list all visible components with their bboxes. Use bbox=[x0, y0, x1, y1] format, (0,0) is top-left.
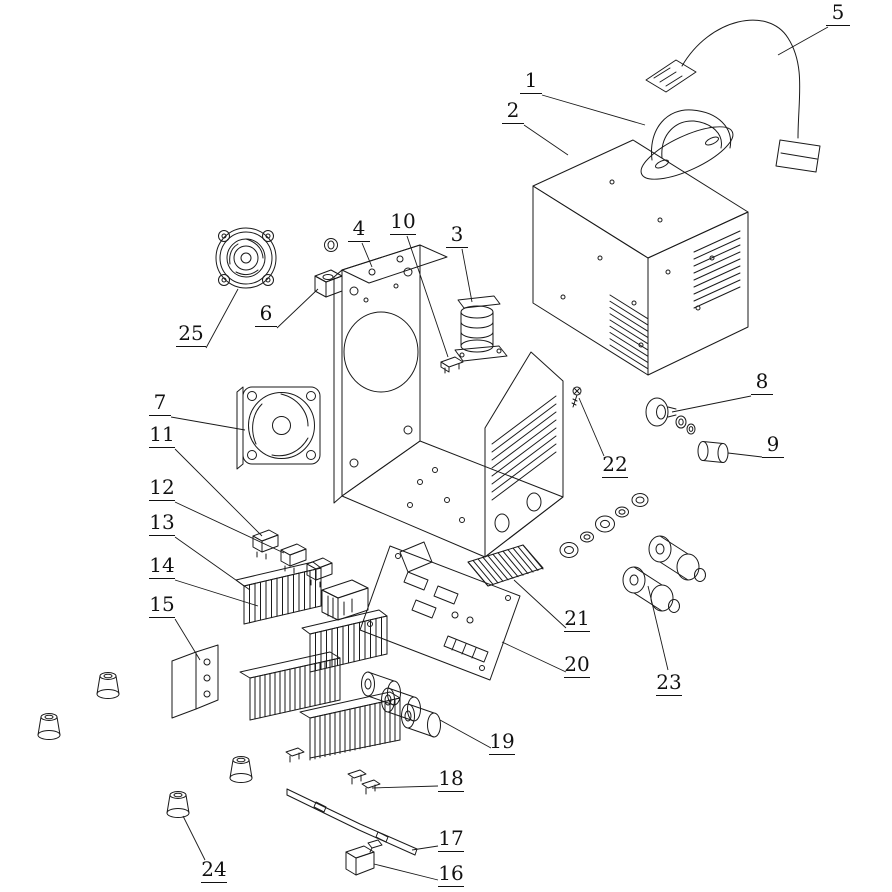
chassis-part bbox=[333, 244, 564, 558]
part-label-8: 8 bbox=[751, 371, 773, 395]
part-label-12: 12 bbox=[149, 475, 175, 501]
part-label-14: 14 bbox=[149, 553, 175, 579]
bracket-box-part bbox=[345, 839, 383, 876]
part-label-25: 25 bbox=[176, 323, 206, 347]
part-label-20: 20 bbox=[564, 652, 590, 678]
heatsink-big-parts bbox=[239, 651, 401, 761]
heatsink-big2-fins bbox=[309, 697, 401, 761]
chassis-side-vents bbox=[491, 395, 557, 501]
part-label-11: 11 bbox=[149, 422, 175, 448]
handle-part bbox=[640, 109, 734, 180]
cover-part bbox=[532, 139, 749, 376]
power-cord-part bbox=[645, 19, 821, 173]
clamp-part bbox=[440, 356, 464, 374]
part-label-10: 10 bbox=[390, 209, 416, 235]
heatsink-small-fins bbox=[467, 544, 544, 587]
part-label-24: 24 bbox=[201, 857, 227, 883]
part-label-17: 17 bbox=[438, 826, 464, 852]
part-label-21: 21 bbox=[564, 606, 590, 632]
switch-part bbox=[314, 238, 343, 298]
screw-part bbox=[571, 386, 582, 408]
fan-guard-part bbox=[215, 227, 277, 289]
part-label-3: 3 bbox=[446, 224, 468, 248]
heatsink-small-part bbox=[467, 544, 544, 587]
part-label-1: 1 bbox=[520, 70, 542, 94]
part-label-2: 2 bbox=[502, 100, 524, 124]
part-label-16: 16 bbox=[438, 861, 464, 887]
part-label-23: 23 bbox=[656, 670, 682, 696]
pcb-part bbox=[359, 541, 521, 681]
part-label-22: 22 bbox=[602, 452, 628, 478]
fan-part bbox=[236, 386, 321, 470]
part-label-4: 4 bbox=[348, 218, 370, 242]
knob-part bbox=[645, 397, 696, 435]
capacitor-parts bbox=[361, 671, 441, 738]
coupler-part bbox=[622, 535, 706, 613]
heatsink-mid1-fins bbox=[243, 567, 322, 625]
solenoid-part bbox=[454, 295, 508, 362]
bracket-part bbox=[171, 644, 219, 719]
part-label-6: 6 bbox=[255, 303, 277, 327]
sleeve-part bbox=[697, 441, 729, 463]
heatsink-mid2-fins bbox=[309, 615, 388, 673]
part-label-9: 9 bbox=[762, 434, 784, 458]
part-label-15: 15 bbox=[149, 592, 175, 618]
foot-parts bbox=[37, 672, 253, 818]
transformer-block-part bbox=[321, 579, 369, 621]
heatsink-mid-parts bbox=[235, 561, 388, 673]
part-label-18: 18 bbox=[438, 766, 464, 792]
washer-set-part bbox=[559, 493, 649, 558]
heatsink-big1-fins bbox=[249, 657, 341, 721]
part-label-7: 7 bbox=[149, 392, 171, 416]
cover-side-vents bbox=[693, 230, 741, 309]
part-label-13: 13 bbox=[149, 510, 175, 536]
clip-parts bbox=[285, 747, 381, 795]
leader-lines bbox=[170, 26, 829, 881]
cover-front-vents bbox=[609, 294, 649, 370]
rail-part bbox=[286, 788, 418, 856]
part-label-5: 5 bbox=[826, 2, 850, 26]
relay-parts bbox=[252, 529, 333, 588]
part-label-19: 19 bbox=[489, 729, 515, 755]
